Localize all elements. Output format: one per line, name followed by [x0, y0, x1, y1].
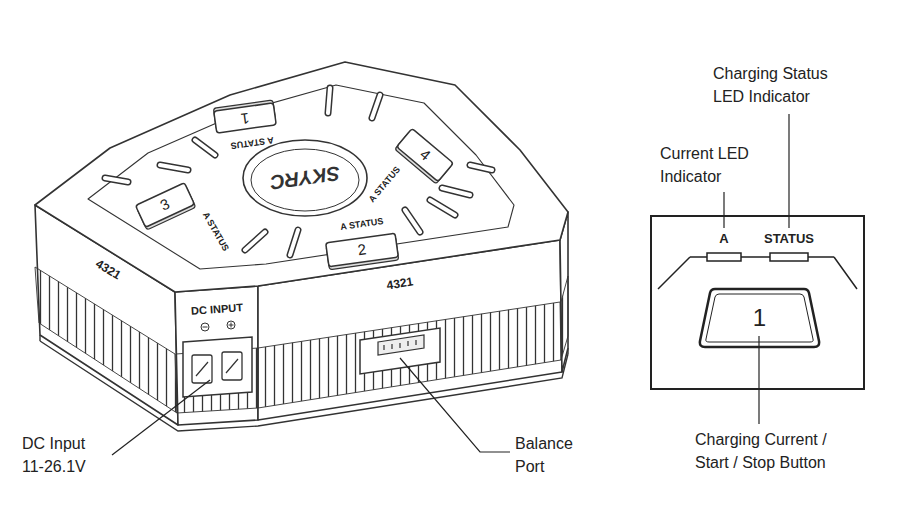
port-button: [395, 128, 454, 183]
negative-symbol: [203, 327, 208, 328]
vent-band: [561, 276, 568, 360]
current-led: [707, 253, 741, 261]
port-number-holder: 1: [753, 305, 766, 331]
panel-face-edge: [658, 257, 857, 289]
top-face: [35, 62, 568, 292]
leader-line: [112, 380, 210, 455]
leader-line: [788, 114, 789, 228]
status-led-label-holder: STATUS: [764, 232, 814, 246]
logo-disc: [243, 140, 367, 216]
port-button: [135, 183, 195, 230]
callout-label: DC Input 11-26.1V: [22, 432, 104, 478]
port-number: 1: [753, 305, 766, 331]
callout-label-holder: Charging Current / Start / Stop Button: [695, 428, 860, 474]
balance-port-socket: [378, 335, 424, 355]
inset-panel-art: [652, 217, 863, 388]
button-outer-edge: [700, 289, 819, 347]
balance-port-housing: [360, 328, 440, 374]
current-led-letter-holder: A: [719, 232, 728, 246]
negative-symbol: [201, 323, 209, 331]
callout-label: Charging Status LED Indicator: [713, 62, 845, 108]
callout-label-holder: Charging Status LED Indicator: [713, 62, 845, 108]
dc-input-port: [183, 337, 252, 397]
button-cap: [397, 128, 454, 181]
charging-button: 1: [697, 285, 822, 351]
status-led-label: STATUS: [764, 232, 814, 246]
button-inner-edge: [706, 294, 813, 342]
callout-label: Charging Current / Start / Stop Button: [695, 428, 860, 474]
leader-line: [400, 358, 510, 452]
callout-label: Balance Port: [515, 432, 593, 478]
positive-symbol: [227, 321, 235, 329]
port-button: [326, 233, 399, 269]
leader-line: [758, 336, 759, 424]
callout-label-holder: DC Input 11-26.1V: [22, 432, 104, 478]
status-led: [770, 253, 808, 261]
cooling-slot-inner: [105, 88, 492, 255]
button-cap: [135, 183, 194, 228]
dc-terminal-hatch: [196, 359, 238, 376]
leader-line: [723, 192, 724, 228]
positive-symbol: [229, 323, 234, 328]
cooling-slot: [105, 88, 492, 255]
logo-disc-rim: [251, 149, 359, 211]
dc-side-face: [175, 286, 258, 425]
inset-panel: 1 A STATUS: [650, 215, 865, 390]
top-plateau: [88, 85, 514, 269]
button-cap: [214, 103, 276, 133]
vent-band: [258, 302, 561, 408]
callout-label-holder: Current LED Indicator: [660, 142, 772, 188]
callout-label-holder: Balance Port: [515, 432, 593, 478]
current-led-letter: A: [719, 232, 728, 246]
balance-port-pins: [384, 340, 416, 350]
vent-band: [35, 267, 177, 413]
port-button: [213, 100, 276, 133]
callout-label: Current LED Indicator: [660, 142, 772, 188]
button-cap: [326, 233, 399, 267]
